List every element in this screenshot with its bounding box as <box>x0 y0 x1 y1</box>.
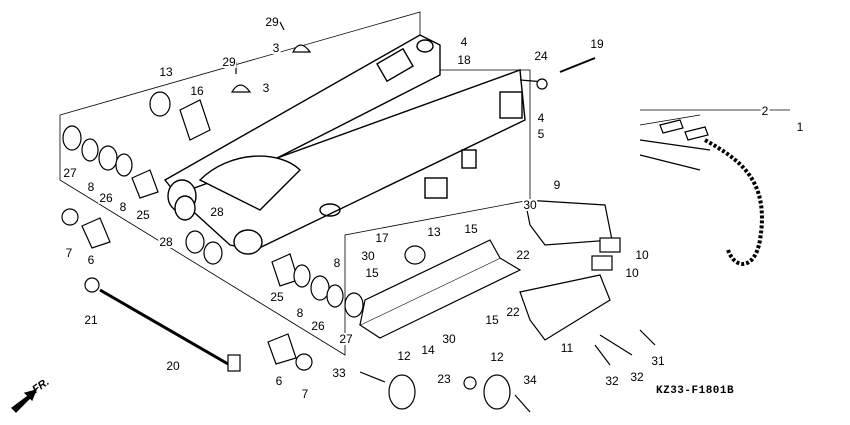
part-callout: 17 <box>374 231 390 245</box>
bearings-right <box>267 253 364 371</box>
part-callout: 19 <box>589 37 605 51</box>
part-callout: 27 <box>338 332 354 346</box>
part-callout: 26 <box>310 319 326 333</box>
part-callout: 15 <box>364 266 380 280</box>
part-callout: 14 <box>420 343 436 357</box>
part-callout: 15 <box>484 313 500 327</box>
part-callout: 30 <box>441 332 457 346</box>
part-callout: 22 <box>515 248 531 262</box>
part-callout: 1 <box>795 120 805 134</box>
part-callout: 13 <box>158 65 174 79</box>
part-callout: 26 <box>98 191 114 205</box>
part-callout: 21 <box>83 313 99 327</box>
part-callout: 18 <box>456 53 472 67</box>
part-callout: 3 <box>261 81 271 95</box>
part-callout: 30 <box>522 198 538 212</box>
part-callout: 3 <box>271 41 281 55</box>
part-callout: 7 <box>64 246 74 260</box>
part-callout: 24 <box>533 49 549 63</box>
bearings-left <box>61 91 223 265</box>
part-callout: 30 <box>360 249 376 263</box>
clamps <box>230 21 312 93</box>
part-callout: 8 <box>86 180 96 194</box>
part-callout: 8 <box>118 200 128 214</box>
part-callout: 15 <box>463 222 479 236</box>
part-callout: 9 <box>552 178 562 192</box>
part-callout: 32 <box>604 374 620 388</box>
pivot-axle <box>84 277 241 372</box>
rollers <box>359 329 656 413</box>
part-callout: 29 <box>264 15 280 29</box>
drive-chain <box>519 57 764 266</box>
part-callout: 7 <box>300 387 310 401</box>
part-callout: 28 <box>158 235 174 249</box>
part-callout: 16 <box>189 84 205 98</box>
part-callout: 29 <box>221 55 237 69</box>
part-callout: 22 <box>505 305 521 319</box>
part-callout: 27 <box>62 166 78 180</box>
part-callout: 8 <box>332 256 342 270</box>
part-callout: 2 <box>760 104 770 118</box>
part-callout: 4 <box>536 111 546 125</box>
part-callout: 25 <box>269 290 285 304</box>
part-callout: 12 <box>489 350 505 364</box>
drawing-code: KZ33-F1801B <box>656 385 735 397</box>
part-callout: 33 <box>331 366 347 380</box>
part-callout: 25 <box>135 208 151 222</box>
part-callout: 23 <box>436 372 452 386</box>
part-callout: 4 <box>459 35 469 49</box>
part-callout: 10 <box>634 248 650 262</box>
front-arrow-icon <box>11 389 38 413</box>
swingarm <box>163 34 526 255</box>
part-callout: 31 <box>650 354 666 368</box>
part-callout: 12 <box>396 349 412 363</box>
part-callout: 13 <box>426 225 442 239</box>
part-callout: 10 <box>624 266 640 280</box>
part-callout: 8 <box>295 306 305 320</box>
part-callout: 28 <box>209 205 225 219</box>
part-callout: 34 <box>522 373 538 387</box>
chain-slider <box>358 199 621 341</box>
part-callout: 32 <box>629 370 645 384</box>
part-callout: 5 <box>536 127 546 141</box>
part-callout: 11 <box>559 341 575 355</box>
part-callout: 6 <box>274 374 284 388</box>
part-callout: 6 <box>86 253 96 267</box>
part-callout: 20 <box>165 359 181 373</box>
